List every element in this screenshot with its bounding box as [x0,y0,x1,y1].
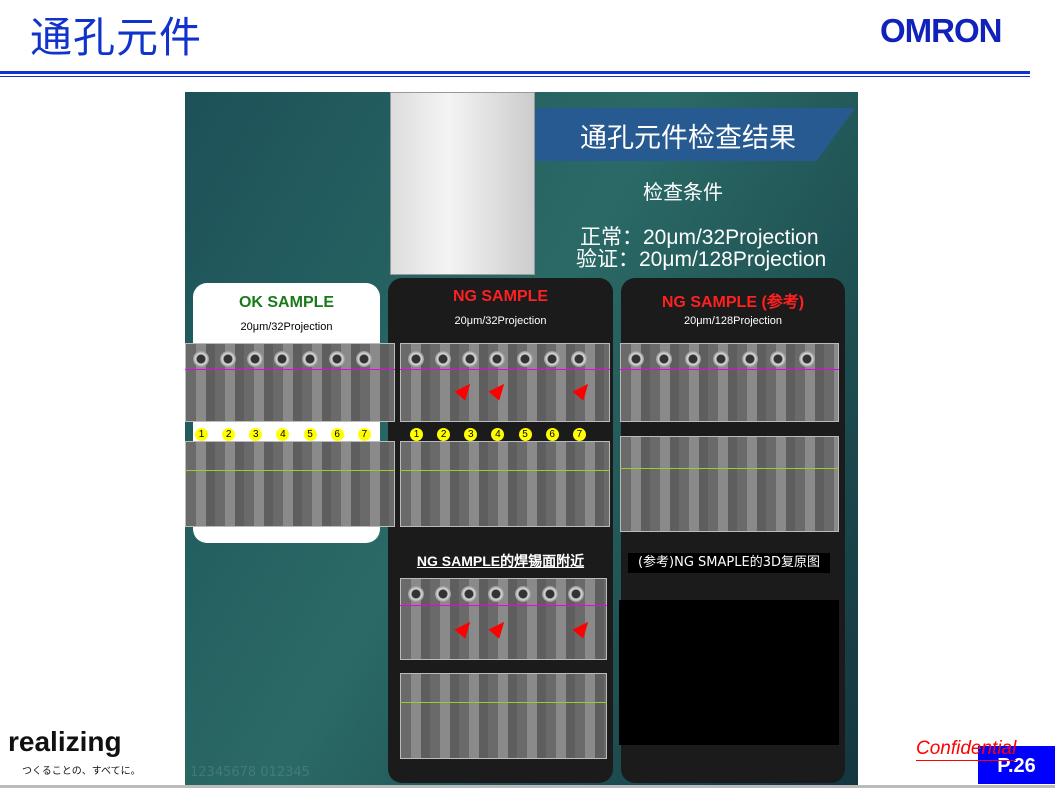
guide-line [400,605,607,607]
ref-title: NG SAMPLE (参考) [661,294,805,311]
confidential-label: Confidential [916,738,1017,761]
ok-sub: 20μm/32Projection [240,321,333,333]
guide-line [185,369,395,371]
position-number: 7 [357,428,371,441]
xray-strip [400,441,610,527]
position-number: 7 [572,428,586,441]
xray-strip [185,441,395,527]
result-banner: 通孔元件检查结果 [535,108,855,161]
3d-reconstruction [619,600,839,745]
guide-line [620,468,839,469]
condition-normal: 正常：20μm/32Projection [580,226,819,249]
condition-verify: 验证：20μm/128Projection [576,248,827,271]
via-hole [355,351,372,367]
guide-line [400,701,607,703]
omron-logo: OMRON [880,12,1002,49]
via-hole [193,351,209,367]
via-hole [628,351,644,367]
via-hole [434,586,451,602]
via-hole [713,351,730,367]
guide-line [185,469,395,471]
slide-title: 通孔元件 [30,13,203,62]
position-number: 5 [518,428,532,441]
via-hole [489,351,506,367]
position-number: 3 [464,428,478,441]
position-number: 1 [195,428,208,441]
guide-line [620,369,839,371]
via-hole [570,351,587,367]
tagline: つくることの、すべてに。 [22,766,141,777]
realizing-logo: realizing [8,726,122,757]
ok-title: OK SAMPLE [238,294,335,311]
guide-line [400,369,610,371]
via-hole [462,351,479,367]
position-number: 2 [222,428,236,441]
ng-title: NG SAMPLE [452,288,549,305]
via-hole [543,351,560,367]
via-hole [684,351,701,367]
via-hole [274,351,291,367]
via-hole [488,586,505,602]
ng-lower-title: NG SAMPLE的焊锡面附近 [416,553,585,569]
divider [0,71,1030,74]
guide-line [400,469,610,471]
via-hole [328,351,345,367]
bottom-bar [0,785,1055,788]
via-hole [461,586,478,602]
position-number: 6 [545,428,559,441]
via-hole [408,351,424,367]
via-hole [516,351,533,367]
watermark: 12345678 012345 [190,765,310,780]
position-number: 4 [491,428,505,441]
via-hole [435,351,452,367]
via-hole [247,351,264,367]
position-number: 3 [249,428,263,441]
ref-lower-title: (参考)NG SMAPLE的3D复原图 [628,553,830,573]
position-number: 5 [303,428,317,441]
via-hole [656,351,673,367]
via-hole [568,586,585,602]
position-number: 4 [276,428,290,441]
conditions-title: 检查条件 [643,182,723,204]
via-hole [301,351,318,367]
xray-strip [620,436,839,532]
via-hole [798,351,815,367]
page-number: P.26 [978,746,1055,784]
divider [0,76,1030,77]
via-hole [220,351,237,367]
xray-machine-picture [390,92,535,275]
via-hole [541,586,558,602]
position-number: 2 [437,428,451,441]
ref-sub: 20μm/128Projection [683,315,783,327]
via-hole [408,586,424,602]
xray-strip [400,673,607,759]
position-number: 6 [330,428,344,441]
position-number: 1 [410,428,423,441]
via-hole [514,586,531,602]
ng-sub: 20μm/32Projection [454,315,547,327]
via-hole [741,351,758,367]
via-hole [770,351,787,367]
